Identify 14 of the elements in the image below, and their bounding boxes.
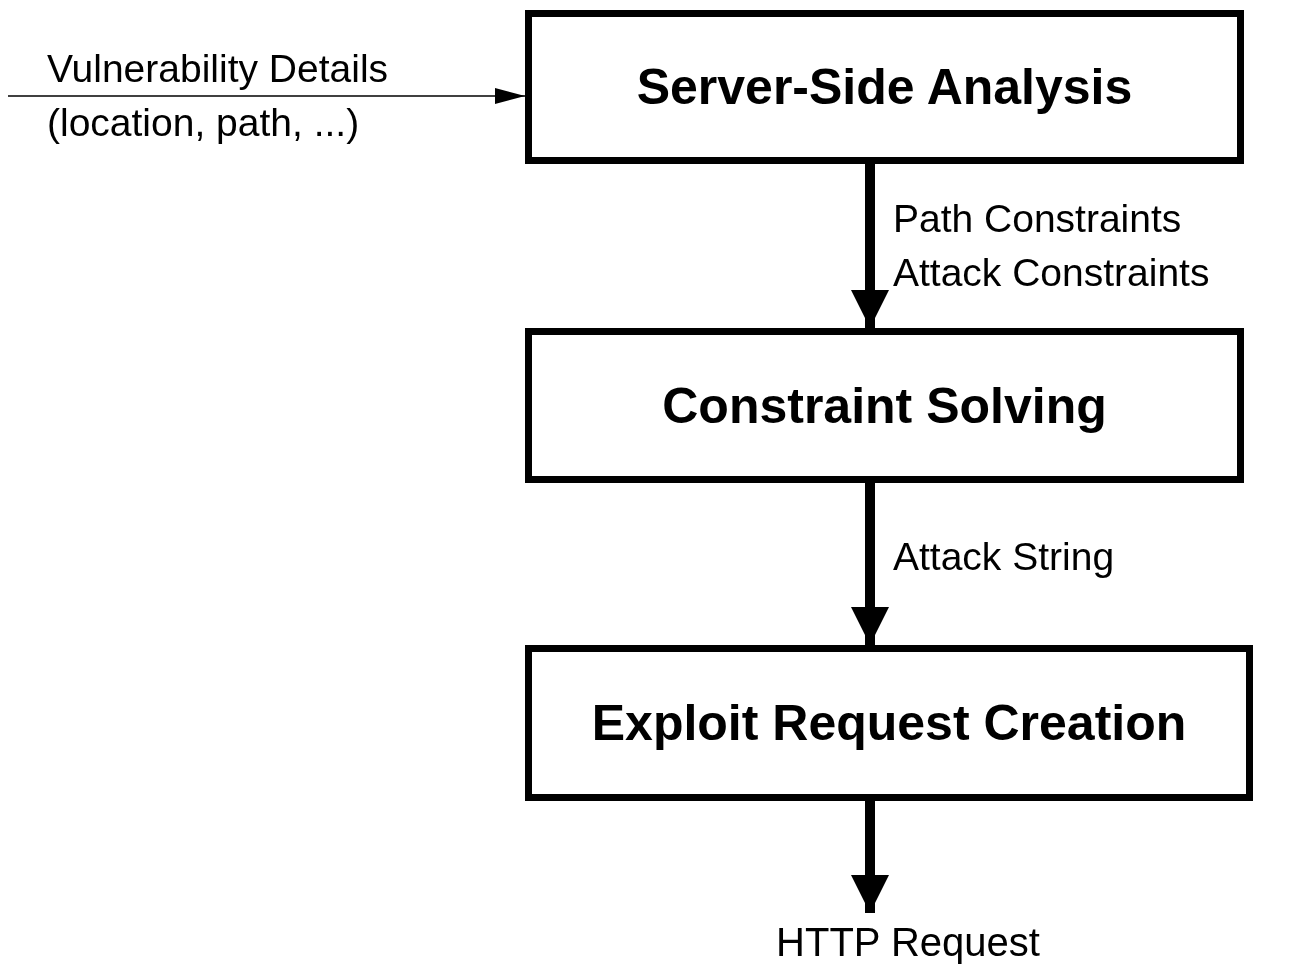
arrow [7,88,526,104]
process-box [525,328,1244,483]
process-title: Server-Side Analysis [636,58,1133,116]
process-title: Constraint Solving [662,376,1107,435]
process-box [525,645,1253,801]
arrow [851,801,889,913]
arrow [851,483,889,645]
edge-label: Path Constraints Attack Constraints [893,196,1211,296]
output-label: HTTP Request [776,919,1040,965]
edge-label: Attack String [893,534,1116,580]
edge-label: Vulnerability Details (location, path, ...) [47,46,390,146]
arrow [851,164,889,328]
process-box [525,10,1244,164]
process-title: Exploit Request Creation [591,694,1187,752]
